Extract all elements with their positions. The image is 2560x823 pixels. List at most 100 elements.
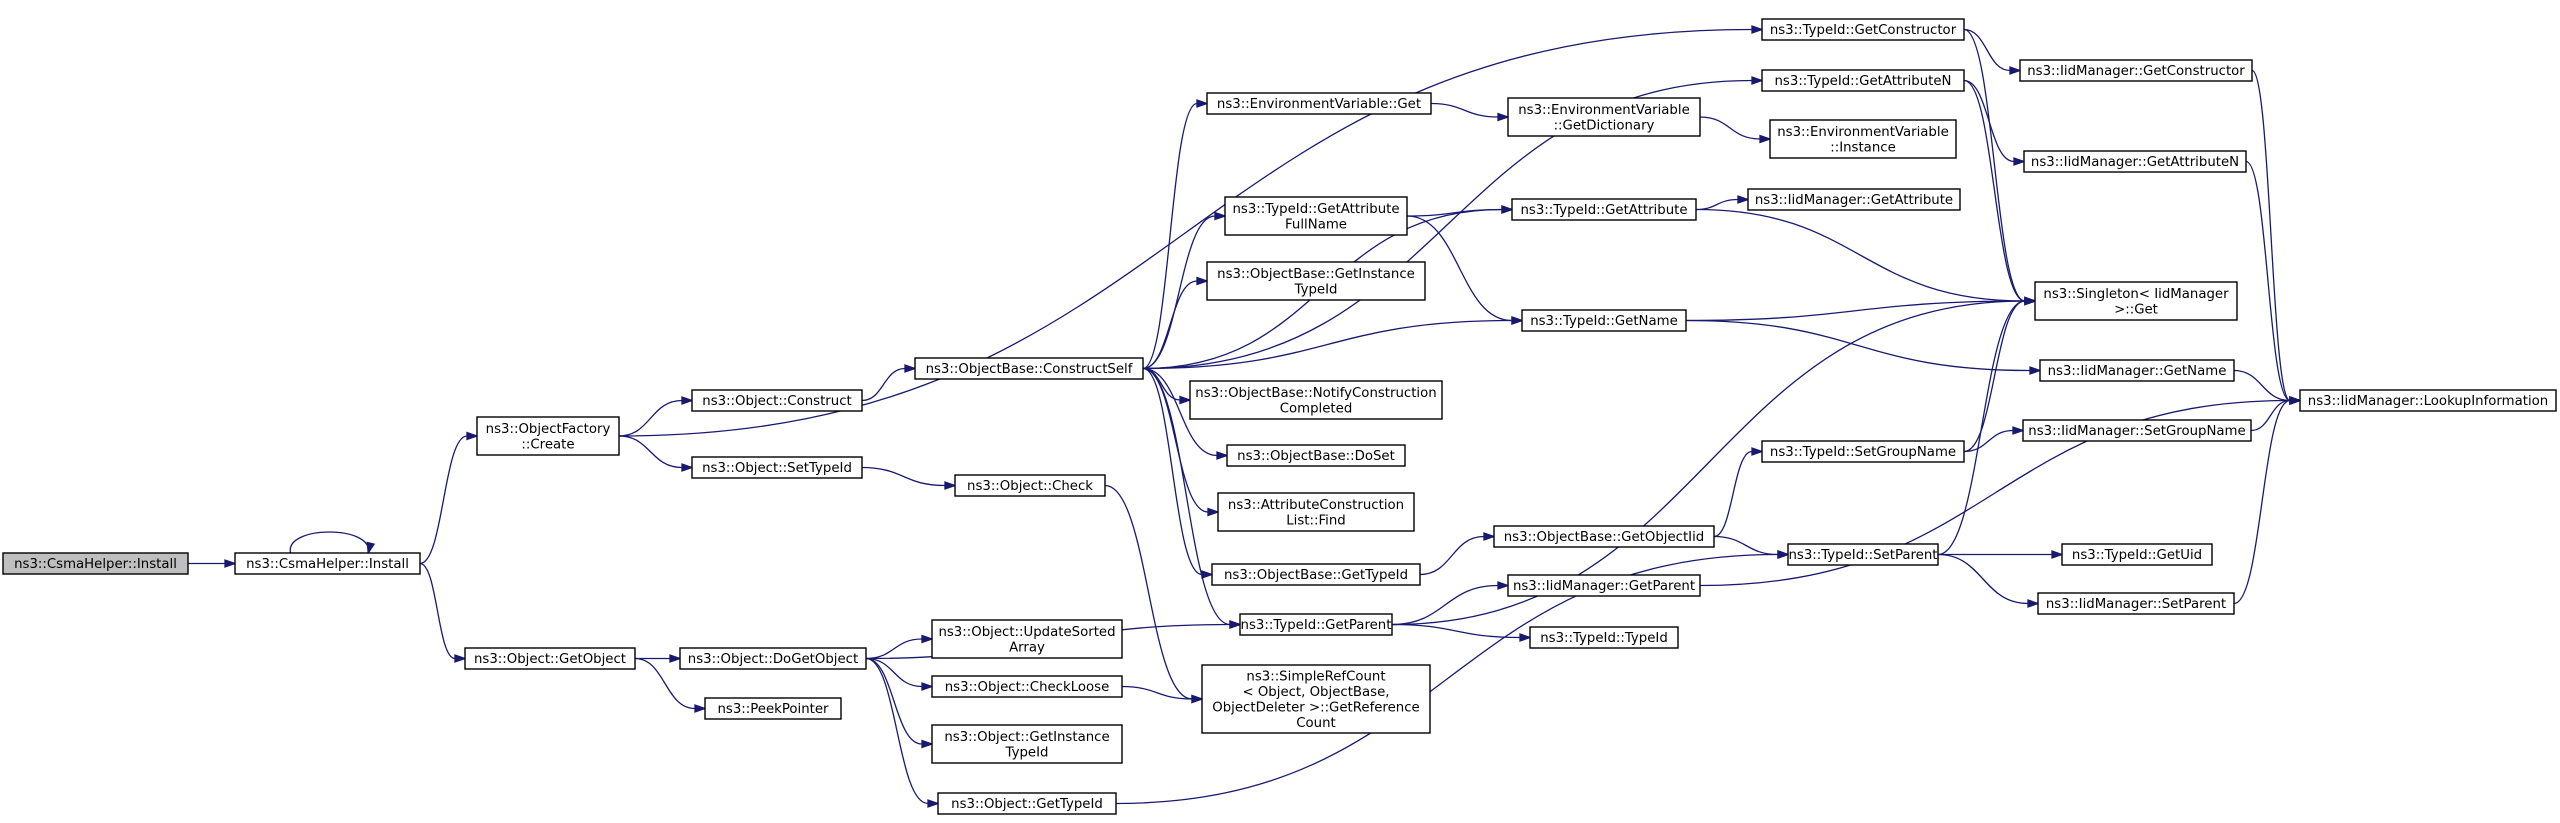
edge-tid_setgroupname-to-iid_setgroupname (1963, 426, 2025, 453)
node-iid-setgroupname[interactable]: ns3::IidManager::SetGroupName (2022, 419, 2252, 442)
edge-dogetobject-to-obj_getinstancetypeid (865, 657, 934, 749)
edge-install-to-getobject-line (419, 562, 456, 660)
edge-tid_setparent-to-singleton_get-arrowhead (2024, 296, 2037, 306)
node-label: < Object, ObjectBase, (1242, 685, 1389, 700)
edge-constructself-to-ob_gettypeid-line (1142, 367, 1203, 576)
node-tid-setgroupname[interactable]: ns3::TypeId::SetGroupName (1761, 440, 1965, 463)
node-label: ns3::CsmaHelper::Install (14, 557, 177, 572)
edge-envvar_get-to-envvar_getdict-line (1430, 102, 1499, 118)
node-constructself[interactable]: ns3::ObjectBase::ConstructSelf (914, 357, 1144, 380)
node-tid-setparent[interactable]: ns3::TypeId::SetParent (1787, 543, 1939, 566)
node-box (931, 724, 1123, 764)
node-peekpointer[interactable]: ns3::PeekPointer (704, 697, 842, 720)
edge-constructself-to-tid_getattributen (1142, 76, 1764, 370)
edge-tid_setparent-to-singleton_get-line (1937, 300, 2026, 556)
edge-envvar_getdict-to-envvar_instance-line (1699, 116, 1761, 140)
node-tid-getuid[interactable]: ns3::TypeId::GetUid (2061, 543, 2213, 566)
node-ob-gettypeid[interactable]: ns3::ObjectBase::GetTypeId (1211, 563, 1421, 586)
node-label: ns3::TypeId::TypeId (1540, 631, 1668, 646)
node-label: ns3::ObjectBase::GetObjectIid (1504, 530, 1704, 545)
edge-attr_fullname-to-tid_getattribute (1406, 205, 1514, 217)
edge-iid_setparent-to-iid_lookup-arrowhead (2289, 396, 2302, 405)
node-obj-gettypeid[interactable]: ns3::Object::GetTypeId (937, 792, 1117, 815)
node-label: ::Create (521, 437, 574, 452)
edge-attr_fullname-to-tid_getname (1406, 215, 1524, 325)
node-notifyconstruction[interactable]: ns3::ObjectBase::NotifyConstructionCompl… (1189, 380, 1443, 420)
node-box (914, 357, 1144, 380)
node-install[interactable]: ns3::CsmaHelper::Install (234, 552, 421, 575)
edge-envvar_get-to-envvar_getdict-arrowhead (1497, 112, 1510, 122)
node-tid-getattributen[interactable]: ns3::TypeId::GetAttributeN (1761, 69, 1965, 92)
node-label: ::Instance (1830, 140, 1896, 155)
edge-install-to-getobject (419, 562, 467, 663)
node-label: ns3::ObjectBase::GetTypeId (1224, 568, 1408, 583)
edge-constructself-to-ob_gettypeid-arrowhead (1201, 570, 1214, 579)
edge-obj_gettypeid-to-tid_setparent-line (1115, 553, 1779, 805)
node-envvar-get[interactable]: ns3::EnvironmentVariable::Get (1206, 92, 1432, 115)
node-singleton-get[interactable]: ns3::Singleton< IidManager>::Get (2034, 281, 2238, 321)
node-tid-typeid[interactable]: ns3::TypeId::TypeId (1529, 626, 1679, 649)
node-checkloose[interactable]: ns3::Object::CheckLoose (931, 675, 1123, 698)
node-box (1211, 563, 1421, 586)
edge-construct-to-constructself-arrowhead (904, 364, 917, 373)
node-factory-create[interactable]: ns3::ObjectFactory::Create (476, 416, 620, 456)
node-box (2034, 281, 2238, 321)
edge-constructself-to-ob_getinstancetypeid-arrowhead (1196, 276, 1209, 286)
edge-constructself-to-tid_getname (1142, 316, 1524, 370)
node-label: ns3::Singleton< IidManager (2043, 287, 2229, 302)
node-construct[interactable]: ns3::Object::Construct (691, 389, 863, 412)
edge-constructself-to-tid_getparent-arrowhead (1229, 620, 1242, 629)
node-label: ns3::Object::Construct (702, 394, 851, 409)
node-iid-getattribute[interactable]: ns3::IidManager::GetAttribute (1747, 188, 1961, 211)
node-box (1769, 119, 1957, 159)
node-label: ns3::IidManager::SetParent (2046, 597, 2226, 612)
node-label: ns3::PeekPointer (717, 702, 829, 717)
edge-tid_getname-to-singleton_get-line (1685, 300, 2026, 322)
node-dogetobject[interactable]: ns3::Object::DoGetObject (679, 647, 867, 670)
edge-ob_getobjectiid-to-tid_setparent-line (1713, 535, 1779, 556)
node-tid-getattribute[interactable]: ns3::TypeId::GetAttribute (1511, 198, 1697, 221)
node-label: ns3::IidManager::GetName (2048, 364, 2227, 379)
node-iid-lookup[interactable]: ns3::IidManager::LookupInformation (2299, 389, 2557, 412)
node-ob-getobjectiid[interactable]: ns3::ObjectBase::GetObjectIid (1493, 525, 1715, 548)
node-tid-getconstructor[interactable]: ns3::TypeId::GetConstructor (1761, 18, 1965, 41)
edge-install-to-factory_create (419, 431, 479, 565)
node-tid-getname[interactable]: ns3::TypeId::GetName (1521, 309, 1687, 332)
edge-tid_getattribute-to-iid_getattribute (1695, 195, 1750, 211)
node-envvar-instance[interactable]: ns3::EnvironmentVariable::Instance (1769, 119, 1957, 159)
node-tid-getparent[interactable]: ns3::TypeId::GetParent (1239, 613, 1393, 636)
edge-iid_getname-to-iid_lookup-line (2233, 369, 2291, 402)
node-label: ns3::TypeId::GetParent (1241, 618, 1392, 633)
node-label: ns3::IidManager::SetGroupName (2028, 424, 2245, 439)
node-label: ns3::ObjectBase::NotifyConstruction (1195, 386, 1436, 401)
node-envvar-getdict[interactable]: ns3::EnvironmentVariable::GetDictionary (1507, 97, 1701, 137)
node-box (2022, 419, 2252, 442)
edge-dogetobject-to-obj_gettypeid-arrowhead (927, 799, 940, 808)
edge-constructself-to-doset-arrowhead (1216, 451, 1229, 460)
node-iid-getname[interactable]: ns3::IidManager::GetName (2039, 359, 2235, 382)
edge-tid_getname-to-singleton_get (1685, 296, 2037, 322)
node-box (2037, 592, 2235, 615)
node-check[interactable]: ns3::Object::Check (954, 474, 1106, 497)
edge-tid_getname-to-iid_getname-arrowhead (2029, 366, 2042, 375)
node-simplerefcount[interactable]: ns3::SimpleRefCount< Object, ObjectBase,… (1201, 664, 1431, 734)
node-iid-getconstructor[interactable]: ns3::IidManager::GetConstructor (2019, 59, 2253, 82)
node-settypeid[interactable]: ns3::Object::SetTypeId (691, 456, 863, 479)
node-doset[interactable]: ns3::ObjectBase::DoSet (1226, 444, 1406, 467)
edge-tid_getname-to-iid_getname-line (1685, 319, 2031, 372)
node-iid-getparent[interactable]: ns3::IidManager::GetParent (1507, 574, 1701, 597)
node-iid-getattributen[interactable]: ns3::IidManager::GetAttributeN (2023, 150, 2247, 173)
node-label: TypeId (1005, 745, 1049, 760)
edge-constructself-to-tid_getparent-line (1142, 367, 1231, 626)
node-box (2299, 389, 2557, 412)
node-iid-setparent[interactable]: ns3::IidManager::SetParent (2037, 592, 2235, 615)
edge-envvar_getdict-to-envvar_instance-arrowhead (1759, 134, 1772, 144)
node-getobject[interactable]: ns3::Object::GetObject (464, 647, 636, 670)
node-label: ns3::IidManager::LookupInformation (2308, 394, 2548, 409)
node-box (1761, 440, 1965, 463)
